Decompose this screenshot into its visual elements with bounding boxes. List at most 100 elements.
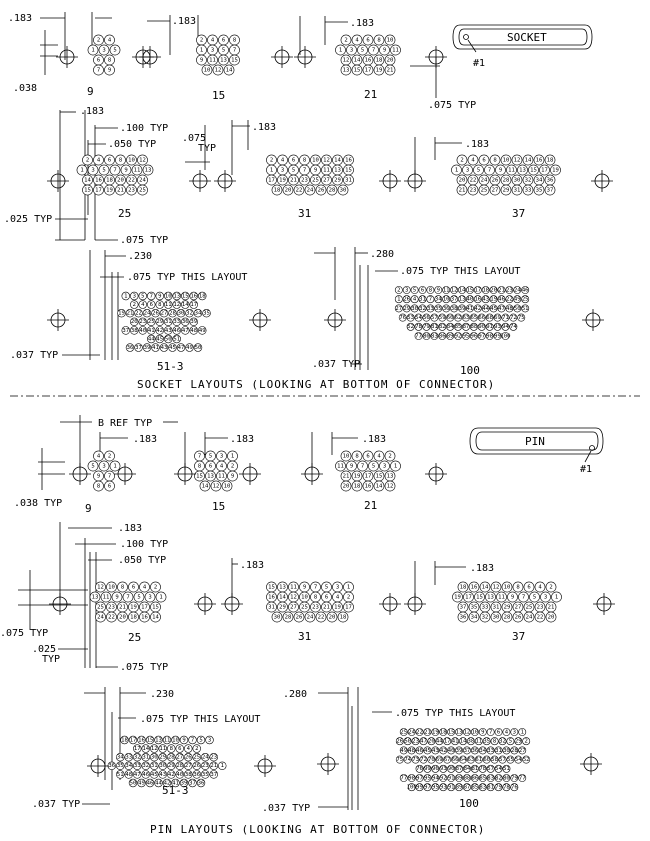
svg-text:27: 27 — [515, 604, 522, 610]
contact-2: 2 — [227, 460, 238, 472]
svg-text:11: 11 — [103, 594, 110, 600]
contact-27: 27 — [321, 174, 332, 186]
contact-89: 89 — [446, 332, 455, 340]
contact-8: 8 — [155, 300, 164, 309]
svg-text:2: 2 — [200, 37, 203, 43]
contact-17: 17 — [539, 164, 550, 176]
svg-text:13: 13 — [459, 297, 466, 303]
contact-4: 4 — [534, 581, 546, 593]
contact-34: 34 — [193, 308, 203, 318]
contact-18: 18 — [457, 581, 469, 593]
svg-text:50: 50 — [165, 336, 172, 342]
svg-text:49: 49 — [138, 780, 145, 786]
contact-44: 44 — [154, 778, 163, 788]
contact-31: 31 — [266, 601, 277, 613]
contact-8: 8 — [512, 581, 524, 593]
svg-text:6: 6 — [482, 157, 485, 163]
svg-text:18: 18 — [121, 737, 128, 743]
svg-text:29: 29 — [156, 319, 163, 325]
svg-text:12: 12 — [343, 57, 350, 63]
contact-7: 7 — [484, 164, 495, 176]
contact-1: 1 — [551, 591, 562, 603]
svg-text:28: 28 — [511, 748, 518, 754]
dim-183-socket-15: .183 — [172, 16, 196, 27]
contact-21: 21 — [456, 184, 468, 196]
svg-text:12: 12 — [213, 483, 220, 489]
svg-text:16: 16 — [190, 293, 197, 299]
contact-43: 43 — [431, 746, 440, 755]
pin-1-marker-icon — [463, 34, 469, 40]
contact-81: 81 — [430, 322, 439, 331]
svg-text:89: 89 — [456, 775, 463, 781]
contact-10: 10 — [299, 591, 310, 603]
contact-81: 81 — [470, 764, 479, 773]
svg-text:9: 9 — [115, 594, 118, 600]
contact-39: 39 — [189, 317, 198, 327]
svg-text:87: 87 — [456, 766, 463, 772]
contact-89: 89 — [455, 774, 463, 782]
svg-text:11: 11 — [164, 737, 171, 743]
contact-3: 3 — [87, 164, 99, 176]
contact-19: 19 — [550, 164, 561, 176]
svg-text:4: 4 — [97, 157, 101, 163]
contact-86: 86 — [438, 332, 447, 340]
contact-35: 35 — [533, 184, 545, 196]
contact-23: 23 — [310, 601, 321, 613]
svg-text:53: 53 — [407, 315, 414, 321]
contact-54: 54 — [514, 755, 522, 764]
pin-key-pin-marker: #1 — [580, 464, 592, 475]
contact-4: 4 — [104, 34, 115, 46]
svg-text:33: 33 — [482, 604, 489, 610]
contact-41: 41 — [465, 304, 474, 313]
svg-text:83: 83 — [487, 775, 494, 781]
svg-text:8: 8 — [429, 287, 433, 293]
svg-text:10: 10 — [108, 584, 115, 590]
svg-text:77: 77 — [519, 775, 526, 781]
contact-10: 10 — [310, 154, 321, 166]
socket-layout-label: 31 — [298, 207, 311, 220]
svg-text:26: 26 — [396, 739, 403, 745]
contact-13: 13 — [218, 54, 229, 66]
svg-text:27: 27 — [161, 311, 168, 317]
contact-21: 21 — [340, 470, 352, 482]
contact-9: 9 — [179, 735, 189, 745]
svg-text:52: 52 — [407, 324, 414, 330]
svg-text:14: 14 — [202, 483, 209, 489]
contact-22: 22 — [534, 611, 546, 623]
svg-text:4: 4 — [505, 729, 509, 735]
svg-text:2: 2 — [86, 157, 89, 163]
contact-6: 6 — [218, 34, 229, 46]
svg-text:3: 3 — [91, 167, 94, 173]
svg-text:30: 30 — [151, 755, 158, 761]
contact-84: 84 — [446, 322, 454, 331]
svg-text:10: 10 — [504, 584, 511, 590]
svg-text:40: 40 — [176, 772, 183, 778]
svg-text:36: 36 — [443, 306, 450, 312]
mounting-hole-icon — [47, 309, 69, 331]
contact-13: 13 — [142, 164, 154, 176]
svg-text:24: 24 — [97, 614, 104, 620]
svg-text:7: 7 — [372, 47, 375, 53]
svg-text:17: 17 — [465, 594, 472, 600]
svg-text:7: 7 — [126, 594, 129, 600]
svg-text:6: 6 — [178, 746, 181, 752]
contact-17: 17 — [93, 184, 104, 196]
svg-text:18: 18 — [440, 729, 447, 735]
contact-4: 4 — [277, 154, 288, 166]
svg-text:39: 39 — [190, 319, 197, 325]
svg-text:49: 49 — [514, 297, 521, 303]
contact-20: 20 — [115, 174, 126, 186]
contact-15: 15 — [82, 184, 93, 196]
svg-text:20: 20 — [343, 483, 350, 489]
dim-183-pin-9: .183 — [133, 434, 157, 445]
svg-text:24: 24 — [144, 311, 151, 317]
contact-26: 26 — [151, 308, 160, 318]
dim-050-typ-pin-25: .050 TYP — [118, 555, 166, 566]
contact-37: 37 — [134, 343, 143, 352]
svg-text:14: 14 — [482, 584, 489, 590]
mounting-hole-icon — [47, 170, 69, 192]
contact-24: 24 — [142, 308, 152, 318]
contact-25: 25 — [147, 317, 156, 327]
svg-text:27: 27 — [185, 763, 192, 769]
svg-text:88: 88 — [464, 775, 471, 781]
